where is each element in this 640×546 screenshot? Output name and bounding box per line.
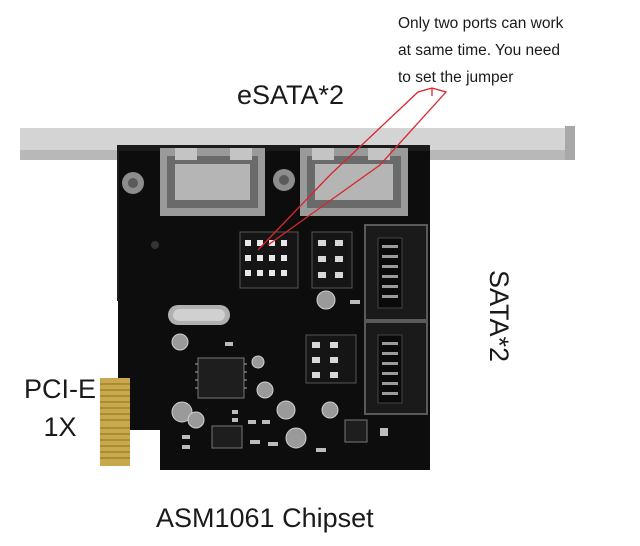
- asm1061-chip: [195, 357, 247, 399]
- pcb-mounting-hole: [151, 241, 159, 249]
- capacitor: [171, 290, 339, 449]
- jumper-callout-note: Only two ports can work at same time. Yo…: [398, 10, 563, 91]
- pcb-board: [112, 145, 430, 470]
- jumper-block: [239, 231, 299, 289]
- pcie-label: PCI-E 1X: [14, 370, 106, 446]
- jumper-block: [305, 334, 357, 384]
- sata-port: [364, 224, 428, 321]
- jumper-block: [311, 231, 353, 289]
- small-ic: [211, 425, 243, 449]
- crystal-oscillator: [168, 305, 230, 325]
- note-line: to set the jumper: [398, 69, 514, 86]
- esata-port: [160, 148, 265, 216]
- smd-component: [182, 300, 388, 452]
- pcie-label-line: 1X: [43, 412, 77, 442]
- esata-port: [300, 148, 408, 216]
- esata-label: eSATA*2: [237, 80, 345, 110]
- note-line: at same time. You need: [398, 42, 561, 59]
- note-line: Only two ports can work: [398, 15, 564, 32]
- callout-lines: [257, 87, 448, 251]
- sata-port: [364, 321, 428, 415]
- pcie-gold-fingers: [100, 378, 130, 466]
- sata-label: SATA*2: [484, 270, 514, 363]
- chipset-label: ASM1061 Chipset: [156, 503, 374, 533]
- small-ic: [344, 419, 368, 443]
- pcie-label-line: PCI-E: [23, 374, 96, 404]
